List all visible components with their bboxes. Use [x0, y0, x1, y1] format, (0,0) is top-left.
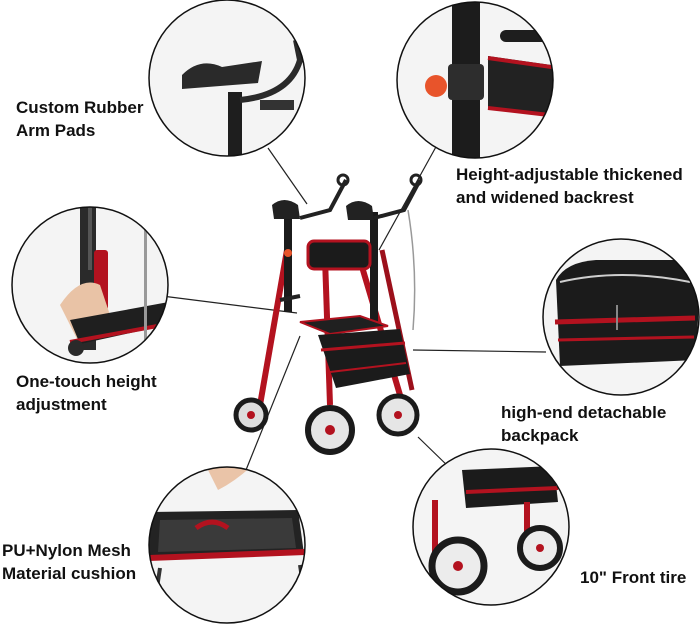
walker-product: [233, 173, 423, 455]
label-arm-pads: Custom Rubber Arm Pads: [16, 98, 144, 140]
detail-arm-pads: [149, 0, 305, 156]
label-cushion: PU+Nylon Mesh Material cushion: [2, 541, 137, 583]
detail-backrest: [397, 2, 553, 158]
detail-backpack: [543, 239, 699, 395]
label-backpack: high-end detachable backpack: [501, 403, 667, 445]
label-backrest: Height-adjustable thickened and widened …: [456, 165, 683, 207]
label-height-adjustment: One-touch height adjustment: [16, 372, 157, 414]
detail-cushion: [149, 467, 305, 623]
detail-height-adjustment: [12, 207, 168, 363]
label-front-tire: 10" Front tire: [580, 568, 687, 587]
detail-front-tire: [413, 449, 569, 605]
